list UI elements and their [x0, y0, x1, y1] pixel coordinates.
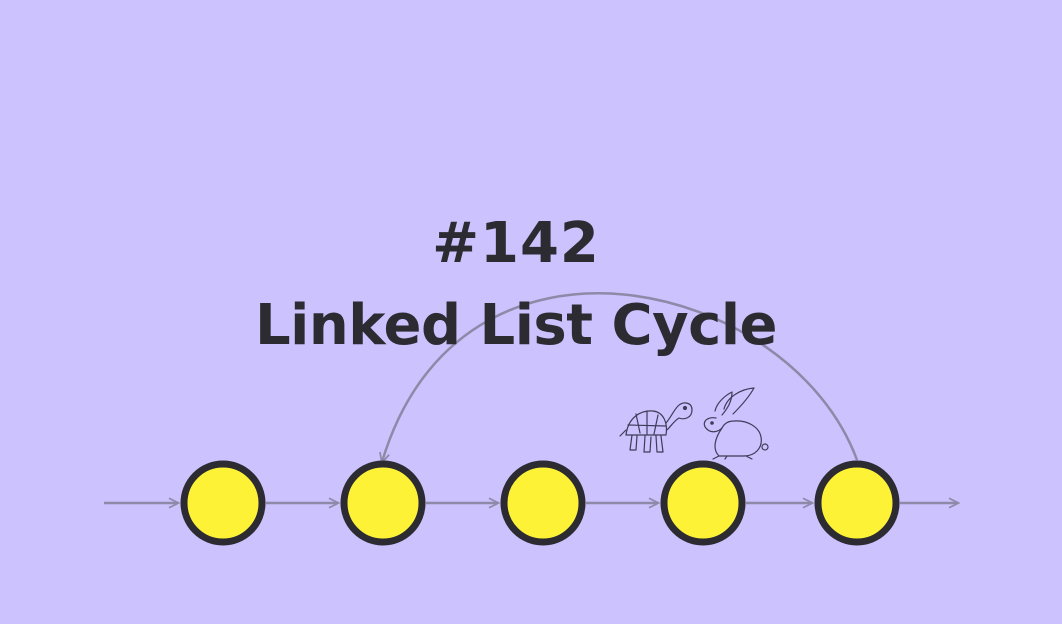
problem-title: Linked List Cycle	[255, 293, 778, 358]
title-block: #142 Linked List Cycle	[0, 204, 1032, 368]
list-nodes	[180, 460, 900, 546]
list-node	[500, 460, 586, 546]
cycle-edge	[382, 292, 859, 462]
list-node	[180, 460, 266, 546]
list-node	[814, 460, 900, 546]
tortoise-icon	[619, 402, 693, 453]
hare-icon	[703, 387, 769, 460]
list-node	[340, 460, 426, 546]
list-node	[660, 460, 746, 546]
list-edges	[104, 292, 958, 503]
problem-number: #142	[432, 211, 600, 276]
